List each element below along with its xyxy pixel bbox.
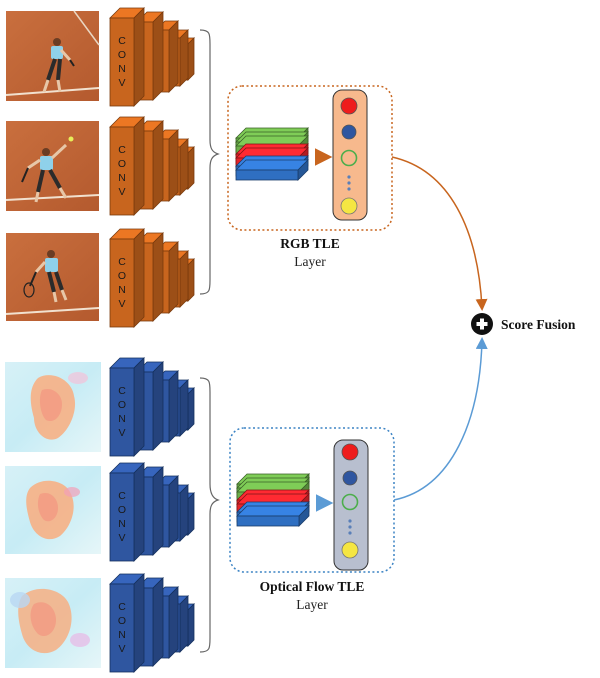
rgb-conv-label-2-char: N — [118, 172, 126, 184]
rgb-score-red — [340, 97, 358, 115]
flow-conv-label-1-char: C — [118, 385, 126, 397]
rgb-conv-label-2-char: V — [118, 186, 125, 198]
flow-score-red — [341, 443, 359, 461]
feature-stacks — [235, 127, 310, 527]
flow-brace — [199, 377, 220, 653]
rgb-conv-label-2-char: O — [118, 158, 126, 170]
flow-frames — [5, 362, 101, 668]
rgb-tle-layer — [227, 85, 393, 231]
rgb-tle-title: RGB TLE — [280, 236, 339, 251]
flow-tle-layer — [229, 427, 395, 573]
rgb-conv-label-1-char: V — [118, 77, 125, 89]
flow-conv-label-1-char: O — [118, 399, 126, 411]
rgb-conv-label-1-char: C — [118, 35, 126, 47]
flow-to-fusion-arrow — [393, 337, 488, 501]
flow-score-column — [333, 439, 369, 571]
flow-conv-label-2-char: V — [118, 532, 125, 544]
flow-feature-stack — [236, 473, 310, 527]
fusion-plus-icon — [471, 313, 493, 335]
rgb-brace — [199, 29, 220, 295]
flow-tle-subtitle: Layer — [296, 597, 328, 612]
rgb-frame-1 — [5, 10, 100, 101]
flow-conv-label-3-char: C — [118, 601, 126, 613]
flow-tle-title: Optical Flow TLE — [260, 579, 365, 594]
flow-conv-label-2-char: O — [118, 504, 126, 516]
rgb-conv-label-3-char: C — [118, 256, 126, 268]
flow-conv-label-2-char: N — [118, 518, 126, 530]
rgb-score-green — [340, 149, 358, 167]
rgb-conv-label-3-char: O — [118, 270, 126, 282]
flow-conv-label-1-char: N — [118, 413, 126, 425]
rgb-tle-border — [227, 85, 393, 231]
rgb-score-column — [332, 89, 368, 221]
rgb-frames — [5, 10, 100, 321]
rgb-frame-2 — [5, 121, 100, 211]
flow-conv-label-2-char: C — [118, 490, 126, 502]
flow-conv-label-3-char: N — [118, 629, 126, 641]
score-fusion-label: Score Fusion — [501, 317, 576, 332]
flow-tle-border — [229, 427, 395, 573]
rgb-to-fusion-arrow — [391, 156, 488, 311]
flow-conv-label-1-char: V — [118, 427, 125, 439]
rgb-tle-subtitle: Layer — [294, 254, 326, 269]
rgb-conv-label-3-char: V — [118, 298, 125, 310]
flow-frame-2 — [5, 466, 101, 554]
flow-score-yellow — [341, 541, 359, 559]
rgb-conv-label-3-char: N — [118, 284, 126, 296]
flow-frame-1 — [5, 362, 101, 452]
rgb-frame-3 — [5, 233, 100, 321]
rgb-score-yellow — [340, 197, 358, 215]
flow-score-green — [341, 493, 359, 511]
flow-score-blue — [342, 470, 358, 486]
flow-conv-label-3-char: V — [118, 643, 125, 655]
rgb-score-blue — [341, 124, 357, 140]
rgb-conv-label-2-char: C — [118, 144, 126, 156]
flow-conv-label-3-char: O — [118, 615, 126, 627]
rgb-conv-label-1-char: N — [118, 63, 126, 75]
rgb-feature-stack — [235, 127, 309, 181]
flow-frame-3 — [5, 578, 101, 668]
rgb-conv-label-1-char: O — [118, 49, 126, 61]
